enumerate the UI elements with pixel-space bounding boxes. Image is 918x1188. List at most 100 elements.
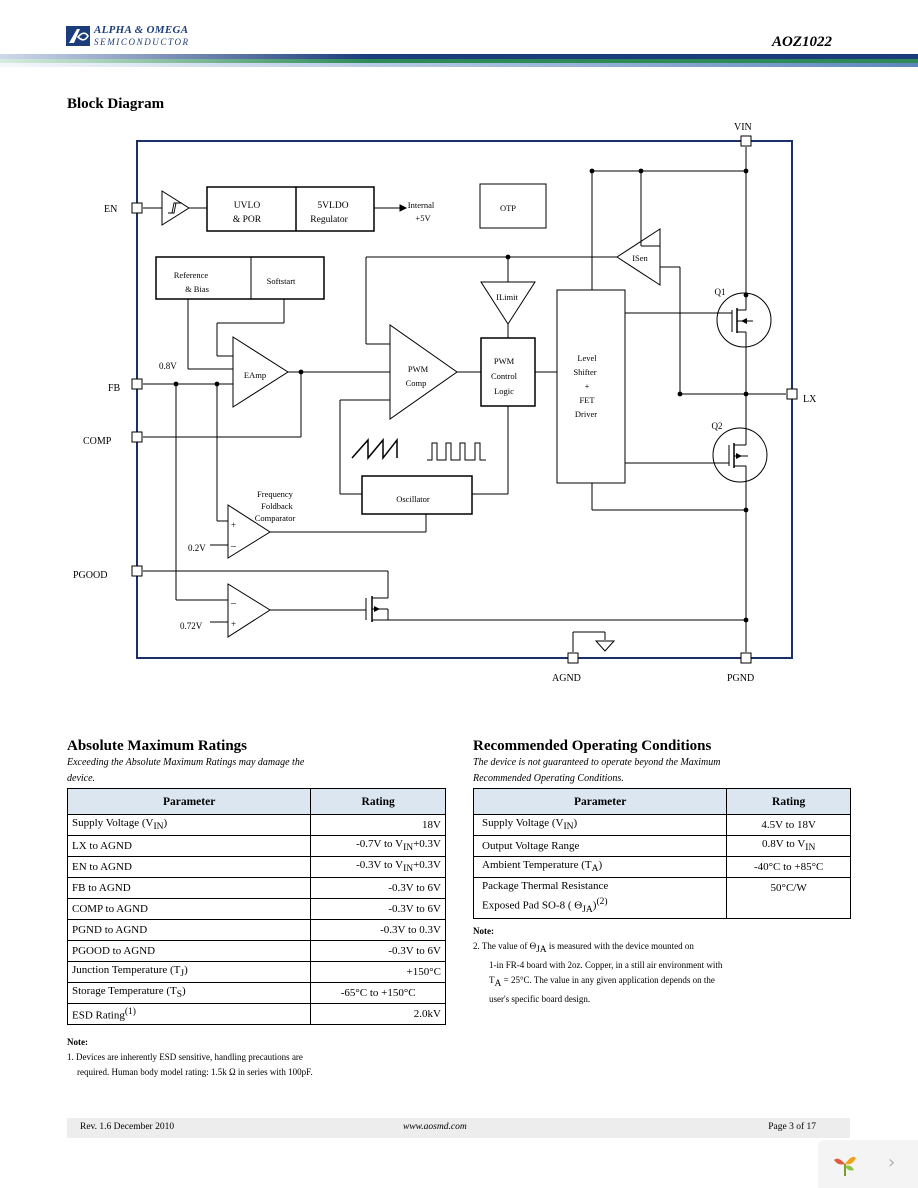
eamp-label: EAmp <box>244 370 266 380</box>
level-line4: FET <box>579 395 595 405</box>
v08-label: 0.8V <box>159 361 177 371</box>
thermal-sub: JA <box>582 904 593 915</box>
rating-value: 2.0kV <box>310 1003 446 1025</box>
thermal-sup: (2) <box>596 897 608 907</box>
pwm-comp-line2: Comp <box>406 378 427 388</box>
pwm-logic-line1: PWM <box>494 356 515 366</box>
internal-line2: +5V <box>415 213 431 223</box>
footer-page-number: Page 3 of 17 <box>768 1122 816 1132</box>
v072-label: 0.72V <box>180 621 203 631</box>
pwm-logic-line2: Control <box>491 371 518 381</box>
abs-max-subtitle: Exceeding the Absolute Maximum Ratings m… <box>67 755 447 787</box>
page-footer: Rev. 1.6 December 2010 www.aosmd.com Pag… <box>67 1118 850 1138</box>
param-tail: ) <box>598 859 603 872</box>
table-row: Storage Temperature (TS) -65°C to +150°C <box>66 982 446 1004</box>
label-lx: LX <box>803 394 817 405</box>
label-agnd: AGND <box>552 673 581 684</box>
svg-text:+: + <box>231 520 236 530</box>
rating-value: +150°C <box>310 961 446 983</box>
header-bar-green <box>0 59 918 63</box>
rec-op-subtitle: The device is not guaranteed to operate … <box>473 755 853 787</box>
level-line5: Driver <box>575 409 597 419</box>
param-sub: IN <box>153 822 164 833</box>
q1-label: Q1 <box>715 287 726 297</box>
pin-en <box>131 202 143 214</box>
param-tail: ) <box>184 964 188 977</box>
note-line3-sub: A <box>494 978 502 989</box>
label-pgnd: PGND <box>727 673 754 684</box>
col-header-rating: Rating <box>726 788 851 815</box>
table-row: Supply Voltage (VIN) 4.5V to 18V <box>472 814 851 836</box>
abs-max-subtitle-line2: device. <box>67 773 96 784</box>
note-line4: user's specific board design. <box>489 993 591 1004</box>
thermal-tail: ) <box>592 899 597 912</box>
pwm-logic-line3: Logic <box>494 386 514 396</box>
param-text: Output Voltage Range <box>472 835 728 857</box>
note-label: Note: <box>473 926 494 936</box>
thermal-param-line2: Exposed Pad SO-8 ( <box>482 899 572 912</box>
param-text: Junction Temperature (T <box>72 964 181 977</box>
param-text: ESD Rating <box>72 1009 125 1022</box>
ref-line1: Reference <box>174 270 209 280</box>
param-text: LX to AGND <box>66 835 312 857</box>
param-sub: IN <box>563 822 574 833</box>
pwm-comp-line1: PWM <box>408 364 429 374</box>
foldback-line1: Frequency <box>257 489 294 499</box>
rating-value: -0.7V to V <box>356 838 404 851</box>
param-tail: ) <box>182 985 186 998</box>
table-row: COMP to AGND -0.3V to 6V <box>66 898 446 920</box>
footer-url[interactable]: www.aosmd.com <box>403 1122 467 1132</box>
param-text: Ambient Temperature (T <box>482 859 592 872</box>
rec-op-table: Parameter Rating Supply Voltage (VIN) 4.… <box>472 788 851 919</box>
ilimit-label: ILimit <box>496 292 518 302</box>
pin-pgood <box>131 565 143 577</box>
table-row: Junction Temperature (TJ) +150°C <box>66 961 446 983</box>
note-line2a: 1-in <box>489 959 504 970</box>
table-row: Ambient Temperature (TA) -40°C to +85°C <box>472 856 851 878</box>
abs-max-title: Absolute Maximum Ratings <box>67 738 248 754</box>
note-sub: JA <box>536 944 547 955</box>
thermal-param-line1: Package Thermal Resistance <box>482 880 609 892</box>
param-sub: A <box>591 864 599 875</box>
abs-max-table: Parameter Rating Supply Voltage (VIN) 18… <box>66 788 446 1025</box>
company-subname: SEMICONDUCTOR <box>94 37 190 47</box>
v02-label: 0.2V <box>188 543 206 553</box>
rating-sub: IN <box>805 843 816 854</box>
company-name: ALPHA & OMEGA <box>94 24 189 36</box>
table-header-row: Parameter Rating <box>66 788 446 815</box>
pin-fb <box>131 378 143 390</box>
viewer-nav-widget[interactable]: › <box>818 1140 918 1188</box>
rating-sub: IN <box>403 843 414 854</box>
rec-op-subtitle-line2: Recommended Operating Conditions. <box>473 773 624 784</box>
label-en: EN <box>104 204 117 215</box>
note-line1a: 2. The value of <box>473 941 528 951</box>
param-tail: ) <box>573 817 578 830</box>
rating-sub: IN <box>403 864 414 875</box>
col-header-parameter: Parameter <box>66 788 312 815</box>
rating-value: 0.8V to V <box>761 838 806 851</box>
label-pgood: PGOOD <box>73 570 107 581</box>
next-page-chevron-icon[interactable]: › <box>888 1152 896 1173</box>
param-text: FB to AGND <box>66 877 312 899</box>
table-row: FB to AGND -0.3V to 6V <box>66 877 446 899</box>
rating-value: -0.3V to 6V <box>310 877 446 899</box>
part-number: AOZ1022 <box>772 34 832 50</box>
footer-revision: Rev. 1.6 December 2010 <box>80 1122 175 1132</box>
rating-value: -65°C to +150°C <box>310 982 446 1004</box>
rating-value: -0.3V to 6V <box>310 898 446 920</box>
note-label: Note: <box>67 1037 88 1047</box>
param-tail: ) <box>163 817 168 830</box>
rec-op-title: Recommended Operating Conditions <box>473 738 712 754</box>
param-text: COMP to AGND <box>66 898 312 920</box>
table-row: Package Thermal Resistance Exposed Pad S… <box>472 877 851 919</box>
ldo-line1: 5VLDO <box>317 201 348 211</box>
param-sub: S <box>176 990 183 1001</box>
abs-max-note: Note: 1. Devices are inherently ESD sens… <box>67 1035 457 1080</box>
rec-op-note: Note: 2. The value of ΘJA is measured wi… <box>473 924 853 1007</box>
uvlo-line2: & POR <box>233 215 262 225</box>
rating-value: -0.3V to 6V <box>310 940 446 962</box>
label-fb: FB <box>108 383 121 394</box>
foldback-line3: Comparator <box>255 513 296 523</box>
label-comp: COMP <box>83 436 112 447</box>
rating-value: 4.5V to 18V <box>726 814 851 836</box>
